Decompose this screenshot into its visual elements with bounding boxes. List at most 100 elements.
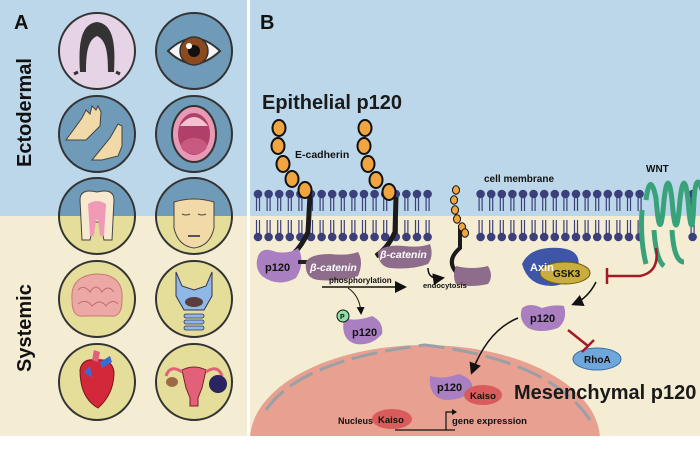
uterus-ovary-icon	[155, 343, 233, 421]
lipid-head	[571, 232, 581, 242]
lipid-head	[624, 189, 634, 199]
rhoa	[572, 347, 622, 371]
beta-catenin-endocytosed	[454, 266, 491, 286]
lipid-head	[688, 232, 697, 242]
heart-icon	[58, 343, 136, 421]
cadherin-domain	[368, 171, 384, 189]
lipid-head	[518, 232, 528, 242]
label-phospho: P	[340, 314, 345, 321]
label-axin: Axin	[530, 262, 554, 274]
lipid-head	[624, 232, 634, 242]
mesenchymal-title: Mesenchymal p120	[514, 382, 697, 404]
promoter-arrowhead	[452, 409, 457, 415]
hair-icon	[58, 12, 136, 90]
lipid-head	[508, 232, 517, 242]
lipid-head	[285, 232, 295, 242]
label-p120-nuclear: p120	[437, 382, 462, 394]
cadherin-domain	[284, 170, 300, 188]
lipid-head	[274, 232, 284, 242]
lipid-head	[253, 232, 263, 242]
lipid-head	[497, 232, 507, 242]
cadherin-domain	[271, 119, 287, 137]
phospho-bent-arrow	[347, 287, 365, 315]
gsk3	[539, 261, 591, 285]
lipid-head	[571, 189, 581, 199]
panel-divider	[247, 0, 250, 436]
lipid-head	[529, 232, 538, 242]
cadherin-domain	[452, 185, 460, 195]
cadherin-domain	[357, 119, 373, 137]
beta-catenin-2	[378, 244, 432, 269]
label-gene-expression: gene expression	[452, 416, 527, 427]
endocytosis-arrow	[427, 267, 445, 286]
lipid-head	[603, 189, 613, 199]
lipid-head	[338, 189, 348, 199]
lipid-head	[338, 232, 348, 242]
lipid-head	[402, 189, 411, 199]
lipid-head	[380, 232, 390, 242]
e-cadherin-endocytosed	[449, 185, 469, 274]
label-rhoa: RhoA	[584, 355, 611, 366]
p120-rhoa-inhibition	[567, 329, 595, 353]
lipid-head	[508, 189, 517, 199]
kaiso-bound	[464, 385, 502, 405]
larynx-thyroid-icon	[155, 260, 233, 338]
cadherin-domain	[356, 137, 372, 155]
lipid-head	[497, 189, 507, 199]
hand-foot-icon	[58, 95, 136, 173]
lipid-head	[476, 189, 485, 199]
lipid-head	[561, 189, 570, 199]
label-endocytosis: endocytosis	[423, 281, 467, 290]
beta-catenin-1	[305, 252, 361, 281]
lipid-head	[317, 189, 326, 199]
lipid-head	[423, 189, 432, 199]
lipid-head	[486, 232, 496, 242]
p120-cytoplasmic	[520, 305, 566, 331]
label-p120-cytoplasmic: p120	[530, 313, 555, 325]
cadherin-domain	[270, 137, 286, 155]
mouth-palate-icon	[155, 95, 233, 173]
lipid-head	[327, 232, 337, 242]
lipid-head	[539, 189, 549, 199]
lipid-head	[476, 232, 485, 242]
label-p120-membrane: p120	[265, 262, 290, 274]
lipid-head	[603, 232, 613, 242]
cadherin-domain	[360, 155, 376, 173]
cadherin-domain	[275, 155, 291, 173]
lipid-head	[327, 189, 337, 199]
label-gsk3: GSK3	[553, 269, 581, 280]
lipid-head	[423, 232, 432, 242]
figure: A Ectodermal Systemic	[0, 0, 700, 436]
lipid-head	[370, 232, 379, 242]
cadherin-domain	[453, 214, 461, 224]
label-kaiso-promoter: Kaiso	[378, 415, 404, 426]
label-p120-phosphorylated: p120	[352, 327, 377, 339]
lipid-head	[486, 189, 496, 199]
lipid-head	[402, 232, 411, 242]
p120-phosphorylated	[336, 309, 383, 345]
lipid-head	[635, 189, 644, 199]
tooth-icon	[58, 177, 136, 255]
lipid-head	[264, 189, 273, 199]
face-icon	[155, 177, 233, 255]
epithelial-title: Epithelial p120	[262, 92, 403, 114]
cadherin-domain	[451, 205, 459, 215]
lipid-head	[592, 189, 602, 199]
lipid-head	[550, 232, 560, 242]
panel-a-label: A	[14, 12, 28, 35]
lipid-head	[550, 189, 560, 199]
lipid-head	[518, 189, 528, 199]
lipid-head	[529, 189, 538, 199]
lipid-head	[349, 189, 358, 199]
label-cell-membrane: cell membrane	[484, 174, 554, 185]
lipid-head	[264, 232, 273, 242]
cadherin-domain	[381, 183, 397, 201]
nucleus	[250, 343, 600, 436]
panel-a-label-text: A	[14, 12, 29, 34]
label-wnt: WNT	[646, 164, 669, 175]
lipid-head	[614, 232, 623, 242]
lipid-head	[582, 189, 591, 199]
brain-icon	[58, 260, 136, 338]
panel-b-label: B	[260, 12, 274, 35]
label-nucleus: Nucleus	[338, 416, 373, 426]
